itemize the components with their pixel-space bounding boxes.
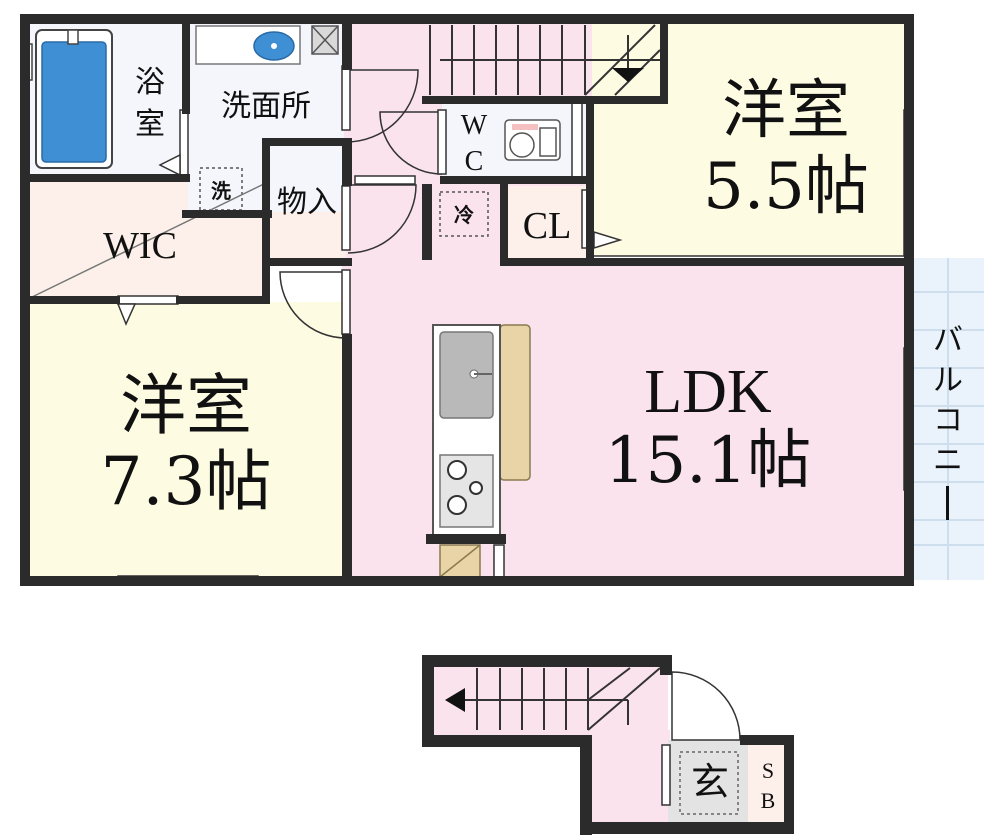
- balcony-char-5-long-vowel: [946, 486, 949, 520]
- wic-diagonal: [29, 181, 269, 299]
- closet-label: CL: [523, 205, 572, 247]
- closet-floor: [505, 186, 593, 258]
- door-swings: [279, 69, 741, 741]
- shoebox-floor: [748, 740, 788, 824]
- vent-icon: [311, 25, 339, 55]
- ldk-name: LDK: [644, 358, 772, 426]
- western-room-2-size: 7.3帖: [101, 443, 272, 520]
- ldk-size: 15.1帖: [605, 424, 812, 498]
- fridge-space: [439, 191, 489, 237]
- storage-label: 物入: [277, 185, 337, 220]
- ldk-floor: [342, 260, 910, 580]
- washer-label: 洗: [211, 179, 231, 203]
- western-room-1-size: 5.5帖: [703, 150, 869, 224]
- balcony-char-4: ニ: [933, 443, 963, 478]
- western-room-1-name: 洋室: [722, 74, 850, 148]
- genkan-floor: [668, 740, 748, 824]
- pantry: [439, 544, 481, 578]
- bath-label-1: 浴: [135, 65, 165, 100]
- toilet: [504, 119, 561, 161]
- washroom-label: 洗面所: [221, 89, 311, 124]
- western-room-1-floor: [592, 22, 910, 262]
- stairs-lower: [445, 667, 661, 731]
- labels: 浴 室 洗面所 洗 物入 W C 冷 CL WIC 洋室 5.5帖 洋室 7.3…: [101, 65, 963, 813]
- wic-label: WIC: [103, 225, 177, 267]
- entrance-label: 玄: [691, 760, 729, 804]
- bath-label-2: 室: [135, 107, 165, 142]
- walls: [20, 14, 914, 835]
- balcony-grid: [912, 258, 984, 580]
- shoebox-label-2: B: [761, 788, 776, 813]
- bathtub: [23, 29, 113, 169]
- western-room-2-name: 洋室: [120, 367, 252, 444]
- entry-hall-floor: [585, 730, 670, 825]
- wash-basin: [195, 25, 301, 65]
- wc-label-2: C: [465, 146, 484, 177]
- shoebox-label-1: S: [762, 758, 774, 783]
- western-room-2-floor: [28, 302, 346, 580]
- wc-label-1: W: [461, 110, 488, 141]
- fridge-label: 冷: [454, 203, 474, 227]
- stairs-upper: [429, 24, 662, 96]
- kitchen-counter: [432, 324, 531, 536]
- balcony-char-2: ル: [933, 363, 963, 398]
- balcony-char-3: コ: [933, 403, 963, 438]
- balcony-char-1: バ: [933, 323, 963, 358]
